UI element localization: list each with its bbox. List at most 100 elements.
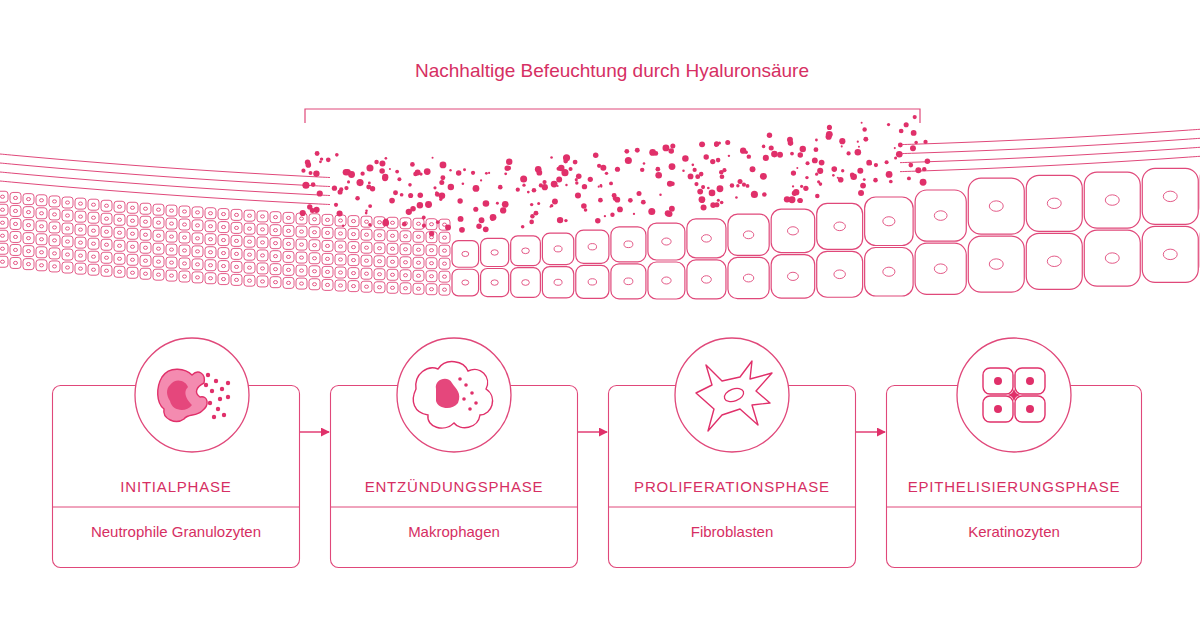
hyaluronic-dot: [389, 198, 395, 204]
hyaluronic-dot: [429, 231, 434, 236]
hyaluronic-dot: [771, 151, 778, 158]
cell-nucleus: [339, 284, 343, 287]
skin-cell: [153, 204, 164, 215]
skin-cell: [205, 260, 216, 271]
hyaluronic-dot: [365, 212, 368, 215]
cell-nucleus: [417, 235, 421, 238]
cell-nucleus: [131, 232, 135, 235]
skin-cell: [231, 235, 242, 246]
skin-cell: [413, 270, 424, 281]
skin-cell: [101, 226, 112, 237]
cell-nucleus: [196, 211, 200, 214]
hyaluronic-dot: [459, 227, 465, 233]
skin-cell: [62, 249, 73, 260]
hyaluronic-dot: [502, 201, 509, 208]
cell-nucleus: [209, 264, 213, 267]
cell-nucleus: [300, 269, 304, 272]
hyaluronic-dot: [763, 155, 769, 161]
skin-cell: [166, 231, 177, 242]
cell-nucleus: [274, 281, 278, 284]
skin-cell: [335, 241, 346, 252]
skin-cell: [1084, 172, 1140, 228]
hyaluronic-dot: [400, 193, 404, 197]
hyaluronic-dot: [604, 215, 606, 217]
skin-cell: [361, 242, 372, 253]
hyaluronic-dot: [320, 157, 323, 160]
hyaluronic-dot: [720, 174, 725, 179]
hyaluronic-dot: [550, 204, 553, 207]
cell-nucleus: [404, 235, 408, 238]
hyaluronic-dot: [873, 178, 878, 183]
skin-cell: [36, 221, 47, 232]
skin-cell: [49, 209, 60, 220]
hyaluronic-dot: [440, 175, 445, 180]
phase-arrow: [300, 431, 329, 432]
cell-nucleus: [443, 262, 447, 265]
cell-nucleus: [1, 234, 5, 237]
hyaluronic-dot: [885, 160, 889, 164]
hyaluronic-dot: [552, 199, 558, 205]
skin-cell: [140, 255, 151, 266]
cell-nucleus: [27, 237, 31, 240]
skin-cell: [374, 269, 385, 280]
hyaluronic-dot: [688, 174, 694, 180]
cell-nucleus: [14, 261, 18, 264]
cell-nucleus: [391, 247, 395, 250]
hyaluronic-dot: [894, 147, 896, 149]
hyaluronic-dot: [862, 127, 866, 131]
hyaluronic-dot: [699, 172, 704, 177]
cell-nucleus: [144, 272, 148, 275]
cell-nucleus: [170, 235, 174, 238]
skin-cell: [426, 258, 437, 269]
skin-cell: [865, 248, 913, 296]
hyaluronic-dot: [557, 217, 563, 223]
cell-nucleus: [183, 262, 187, 265]
skin-cell: [88, 264, 99, 275]
cell-nucleus: [391, 286, 395, 289]
hyaluronic-dot: [841, 145, 843, 147]
skin-cell: [283, 212, 294, 223]
skin-cell: [36, 247, 47, 258]
hyaluronic-dot: [874, 163, 878, 167]
skin-cell: [49, 261, 60, 272]
cell-nucleus: [261, 228, 265, 231]
cell-nucleus: [170, 209, 174, 212]
cell-nucleus: [53, 239, 57, 242]
cell-nucleus: [40, 238, 44, 241]
cell-nucleus: [14, 209, 18, 212]
phase-name: PROLIFERATIONSPHASE: [632, 477, 832, 497]
hyaluronic-dot: [480, 179, 482, 181]
skin-cell: [231, 274, 242, 285]
hyaluronic-dot: [598, 186, 600, 188]
hyaluronic-dot: [462, 182, 465, 185]
skin-cell: [283, 277, 294, 288]
hyaluronic-dot: [861, 122, 863, 124]
cell-nucleus: [313, 244, 317, 247]
hyaluronic-dot: [800, 185, 803, 188]
hyaluronic-dot: [714, 202, 719, 207]
hyaluronic-dot: [744, 151, 747, 154]
hyaluronic-dot: [600, 185, 602, 187]
hyaluronic-dot: [655, 167, 660, 172]
hyaluronic-dot: [746, 184, 750, 188]
cell-nucleus: [326, 218, 330, 221]
cell-nucleus: [313, 231, 317, 234]
cell-nucleus: [248, 266, 252, 269]
hyaluronic-dot: [563, 159, 568, 164]
skin-cell: [114, 253, 125, 264]
hyaluronic-dot: [600, 165, 606, 171]
hyaluronic-dot: [857, 168, 863, 174]
hyaluronic-dot: [588, 177, 593, 182]
skin-layer-line: [900, 138, 1200, 153]
hyaluronic-dot: [498, 185, 503, 190]
skin-cell: [400, 270, 411, 281]
cell-nucleus: [417, 287, 421, 290]
skin-cell: [387, 230, 398, 241]
cell-nucleus: [79, 254, 83, 257]
hyaluronic-dot: [863, 137, 868, 142]
skin-cell: [36, 195, 47, 206]
hyaluronic-dot: [530, 203, 533, 206]
skin-cell: [10, 244, 21, 255]
skin-cell: [257, 211, 268, 222]
cell-nucleus: [235, 278, 239, 281]
